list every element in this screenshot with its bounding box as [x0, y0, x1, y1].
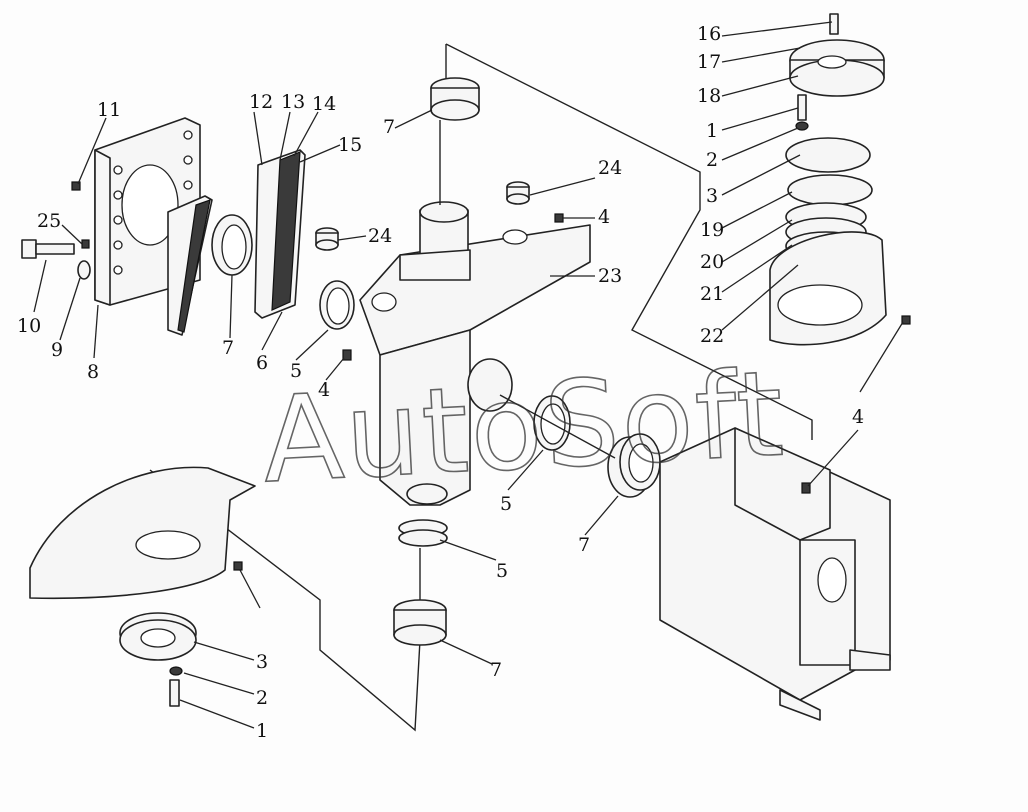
bushing-24-b	[506, 181, 530, 205]
callout-24-right: 24	[598, 157, 622, 179]
bearing-7-bottom	[393, 548, 447, 646]
callout-7-side: 7	[578, 534, 590, 556]
leader-lines	[33, 21, 904, 729]
shim-pack	[254, 149, 306, 319]
callout-25: 25	[37, 210, 61, 232]
bearing-7-side	[607, 433, 661, 498]
callout-2-bottom: 2	[256, 687, 268, 709]
callout-6: 6	[256, 352, 268, 374]
callout-1-bottom: 1	[256, 720, 268, 742]
grease-nipple-4-c	[233, 561, 243, 571]
callout-10: 10	[17, 315, 41, 337]
callout-17: 17	[697, 51, 721, 73]
callout-7-bottom: 7	[490, 659, 502, 681]
ring-5-bottom	[398, 519, 448, 547]
nut-25	[81, 239, 90, 249]
callout-23: 23	[598, 265, 622, 287]
axis-line	[499, 394, 616, 459]
grease-nipple-4-b	[342, 349, 352, 361]
bushing-24-a	[315, 227, 339, 251]
callout-3-top: 3	[706, 185, 718, 207]
callout-11: 11	[97, 99, 121, 121]
callout-20: 20	[700, 251, 724, 273]
callout-7-left: 7	[222, 337, 234, 359]
bolt-1-bottom	[169, 679, 180, 707]
callout-9: 9	[51, 339, 63, 361]
bolt-16	[829, 13, 839, 35]
callout-4-right: 4	[852, 406, 864, 428]
callout-labels: 16 17 18 1 2 3 19 20 21 22 24 4 23 7 11 …	[17, 23, 864, 742]
gasket-strip	[167, 195, 213, 336]
flange-3-bottom	[119, 612, 197, 661]
callout-5-side: 5	[500, 493, 512, 515]
grease-nipple-4-a	[554, 213, 564, 223]
callout-22: 22	[700, 325, 724, 347]
callout-14: 14	[312, 93, 336, 115]
callout-5-bottom: 5	[496, 560, 508, 582]
callout-2-top: 2	[706, 149, 718, 171]
callout-13: 13	[281, 91, 305, 113]
watermark: AutoSoft	[259, 344, 788, 509]
frame-block	[659, 427, 891, 721]
flange-3-top	[785, 137, 871, 173]
washer-2-top	[795, 121, 809, 131]
seal-ring-7-left	[211, 214, 253, 276]
grease-nipple-4-d	[901, 315, 911, 325]
assembly-boundary	[445, 43, 813, 440]
callout-15: 15	[338, 134, 362, 156]
bolt-1-top	[797, 94, 807, 121]
callout-19: 19	[700, 219, 724, 241]
housing-22	[769, 231, 887, 346]
callout-12: 12	[249, 91, 273, 113]
nut-11	[71, 181, 81, 191]
shim-19	[787, 174, 873, 206]
knuckle-body	[359, 201, 591, 506]
lower-frame	[29, 466, 256, 600]
callout-1-top: 1	[706, 120, 718, 142]
cap-17	[789, 39, 885, 97]
washer-9	[77, 260, 91, 280]
bearing-7-top	[430, 44, 480, 205]
callout-4-left: 4	[318, 379, 330, 401]
callout-24-left: 24	[368, 225, 392, 247]
callout-4-upper: 4	[598, 206, 610, 228]
callout-5-left: 5	[290, 360, 302, 382]
grease-nipple-4-e	[801, 482, 811, 494]
bolt-10	[21, 239, 75, 259]
callout-16: 16	[697, 23, 721, 45]
callout-3-bottom: 3	[256, 651, 268, 673]
callout-7-top: 7	[383, 116, 395, 138]
callout-21: 21	[700, 283, 724, 305]
callout-18: 18	[697, 85, 721, 107]
callout-8: 8	[87, 361, 99, 383]
washer-2-bottom	[169, 666, 183, 676]
assembly-boundary-lower	[149, 469, 421, 732]
